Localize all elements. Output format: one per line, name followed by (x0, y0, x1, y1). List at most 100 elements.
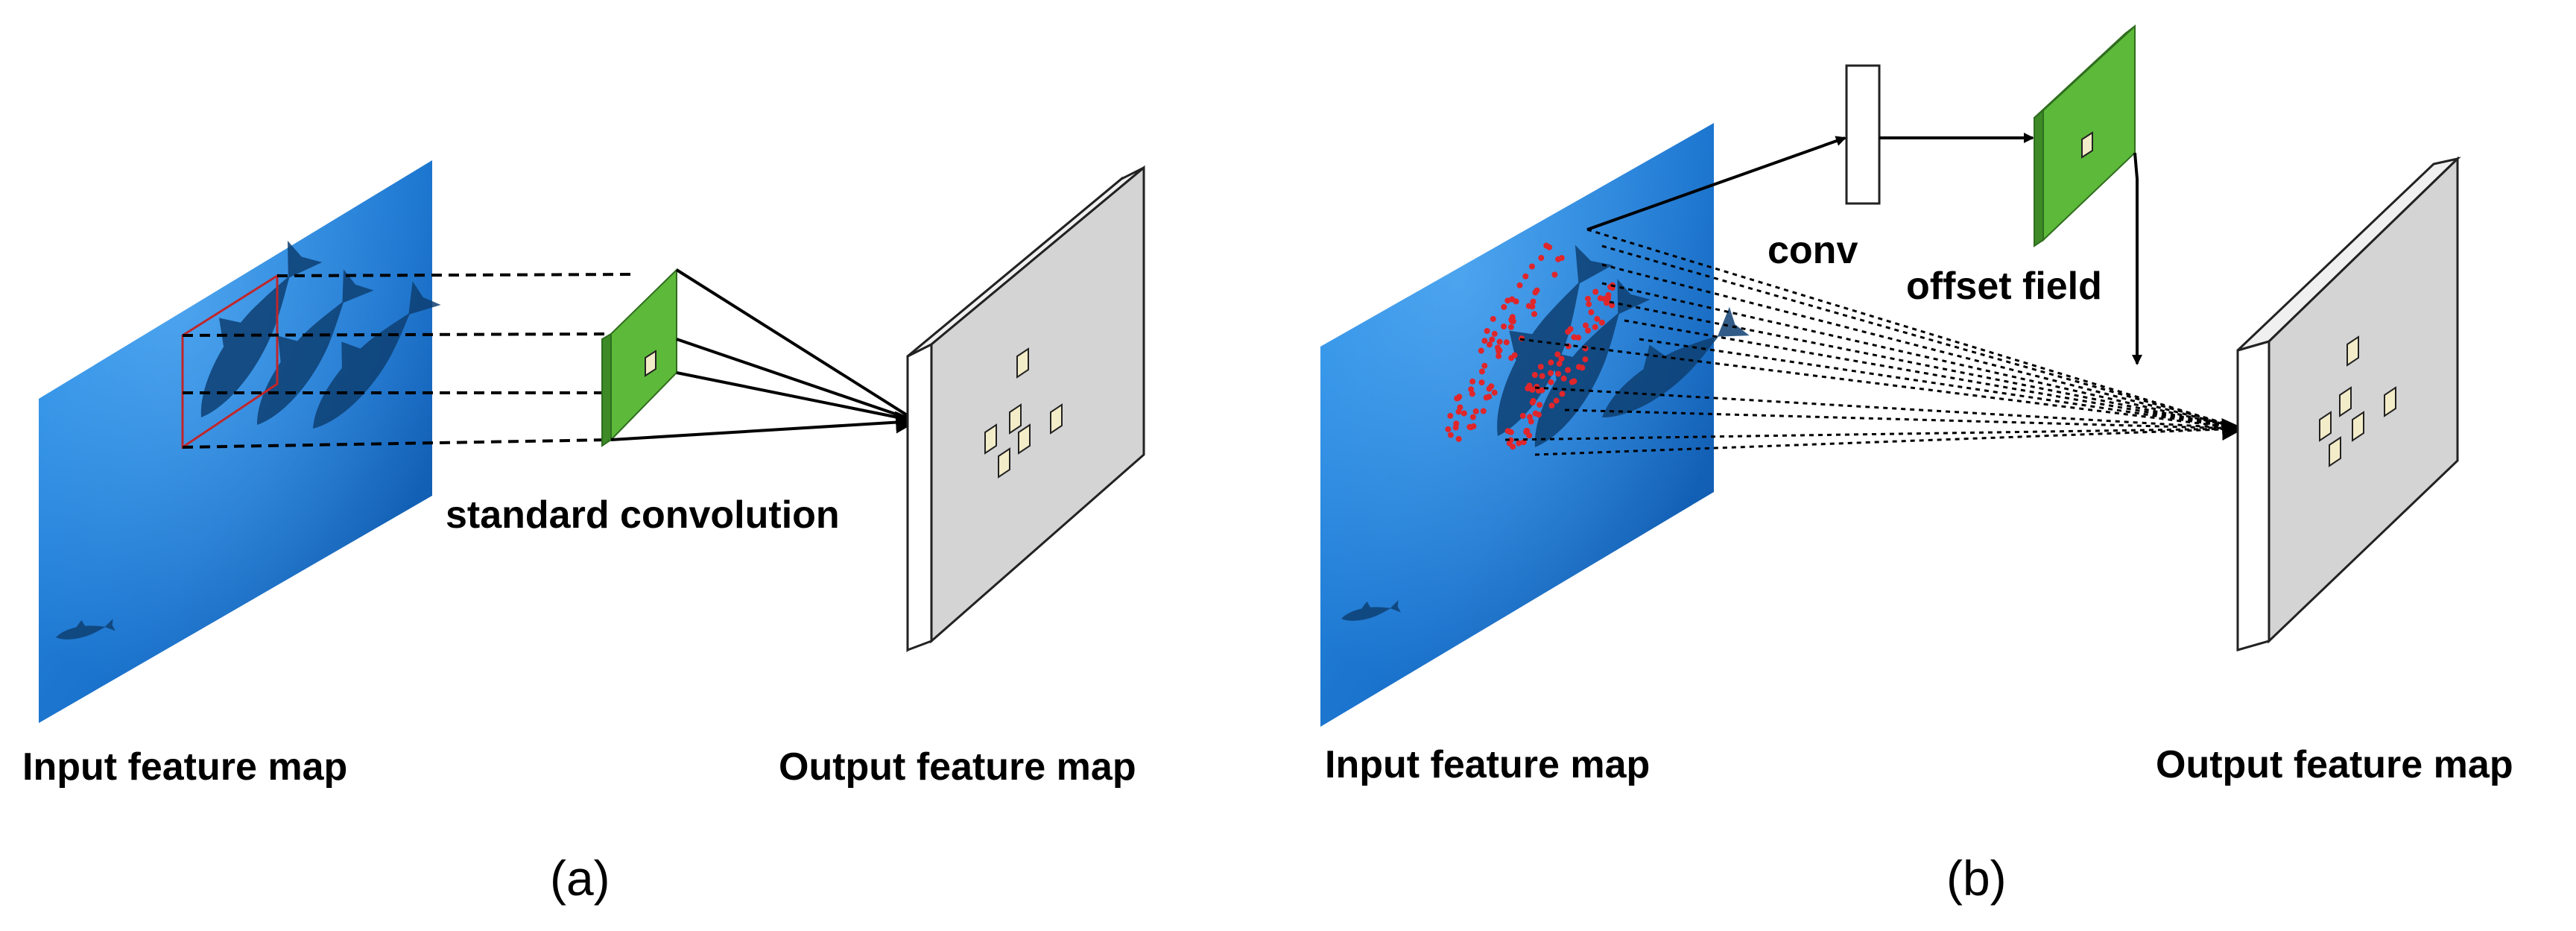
sampling-point (1469, 414, 1476, 420)
sampling-point (1559, 391, 1566, 397)
sampling-point (1571, 378, 1577, 385)
sampling-point (1556, 360, 1563, 367)
offset-field-label: offset field (1906, 265, 2102, 308)
sampling-point (1491, 330, 1498, 337)
sampling-point (1523, 428, 1530, 435)
sampling-point (1538, 255, 1545, 261)
sampling-point (1503, 339, 1510, 346)
sampling-line (1564, 408, 2242, 430)
sampling-point (1579, 364, 1586, 371)
kernel-center-cell-a (645, 350, 656, 377)
sampling-point (1453, 420, 1460, 427)
sampling-point (1605, 291, 1612, 298)
sampling-line (1639, 338, 2242, 430)
sampling-point (1478, 347, 1484, 354)
input-to-conv-arrow (1586, 136, 1846, 231)
deformable-sampling-points (1445, 242, 1615, 450)
sampling-point (1532, 289, 1539, 296)
sampling-point (1480, 408, 1487, 414)
caption-b: (b) (1946, 850, 2007, 906)
conv-label: conv (1768, 229, 1858, 272)
sampling-point (1522, 273, 1529, 280)
sampling-point (1495, 344, 1501, 351)
sampling-point (1481, 338, 1488, 344)
offset-center-cell (2081, 131, 2093, 159)
sampling-point (1601, 296, 1608, 302)
sampling-point (1461, 410, 1467, 417)
sampling-point (1486, 341, 1493, 348)
sampling-point (1483, 394, 1490, 401)
sampling-point (1469, 378, 1476, 385)
sampling-to-output-lines-b (1504, 228, 2244, 456)
operation-label-a: standard convolution (446, 493, 840, 537)
sampling-line (1609, 300, 2242, 430)
sampling-point (1527, 414, 1533, 420)
sampling-point (1529, 263, 1535, 270)
sampling-point (1455, 435, 1462, 442)
sampling-point (1484, 328, 1490, 334)
kernel-to-output-lines-a (610, 268, 918, 441)
sampling-point (1511, 352, 1518, 359)
sampling-point (1530, 298, 1537, 305)
input-glow-b (1320, 123, 1714, 727)
sampling-point (1454, 395, 1461, 402)
sampling-point (1510, 318, 1516, 324)
sampling-point (1531, 372, 1538, 378)
sampling-line (1624, 319, 2242, 430)
sampling-point (1468, 386, 1475, 393)
output-label-b: Output feature map (2156, 743, 2513, 786)
input-label-a: Input feature map (22, 745, 348, 789)
offset-to-output-arrow (2132, 152, 2142, 365)
sampling-point (1555, 256, 1562, 262)
sampling-point (1548, 359, 1554, 366)
sampling-point (1469, 391, 1475, 397)
sampling-point (1592, 324, 1598, 330)
sampling-point (1592, 288, 1599, 295)
sampling-point (1486, 385, 1493, 392)
conv-kernel-a (601, 268, 677, 447)
sampling-point (1594, 315, 1601, 322)
sampling-point (1565, 367, 1572, 373)
sampling-point (1491, 389, 1498, 396)
sampling-point (1478, 368, 1485, 375)
sampling-point (1472, 408, 1479, 414)
sampling-point (1529, 303, 1536, 310)
sampling-point (1537, 364, 1544, 370)
panel-b (1320, 24, 2461, 727)
sampling-point (1501, 303, 1507, 310)
sampling-point (1506, 440, 1513, 446)
sampling-line (1601, 263, 2242, 430)
sampling-point (1496, 338, 1503, 345)
sampling-point (1546, 244, 1553, 250)
output-cells-b (2319, 335, 2396, 467)
sampling-point (1567, 326, 1574, 332)
sampling-point (1558, 356, 1565, 362)
sampling-point (1489, 336, 1496, 343)
sampling-point (1507, 324, 1514, 330)
sampling-point (1560, 375, 1567, 382)
sampling-line (1586, 228, 2242, 430)
sampling-point (1585, 327, 1592, 334)
sampling-point (1478, 379, 1485, 386)
sampling-line (1534, 417, 2244, 456)
sampling-point (1501, 324, 1507, 329)
sampling-point (1598, 319, 1605, 326)
projection-lines-a (182, 273, 638, 449)
sampling-point (1530, 397, 1537, 404)
sampling-point (1588, 309, 1595, 315)
sampling-point (1537, 402, 1543, 408)
input-glow-a (39, 160, 432, 723)
sampling-point (1528, 418, 1534, 425)
sampling-point (1447, 412, 1454, 419)
sampling-point (1529, 386, 1536, 393)
sampling-point (1582, 356, 1589, 363)
sampling-line (1601, 282, 2242, 430)
sampling-point (1555, 370, 1562, 377)
sampling-point (1586, 301, 1592, 308)
sampling-point (1531, 311, 1537, 318)
sampling-point (1519, 412, 1526, 419)
output-label-a: Output feature map (779, 745, 1136, 789)
input-label-b: Input feature map (1325, 743, 1651, 786)
sampling-point (1470, 423, 1477, 429)
